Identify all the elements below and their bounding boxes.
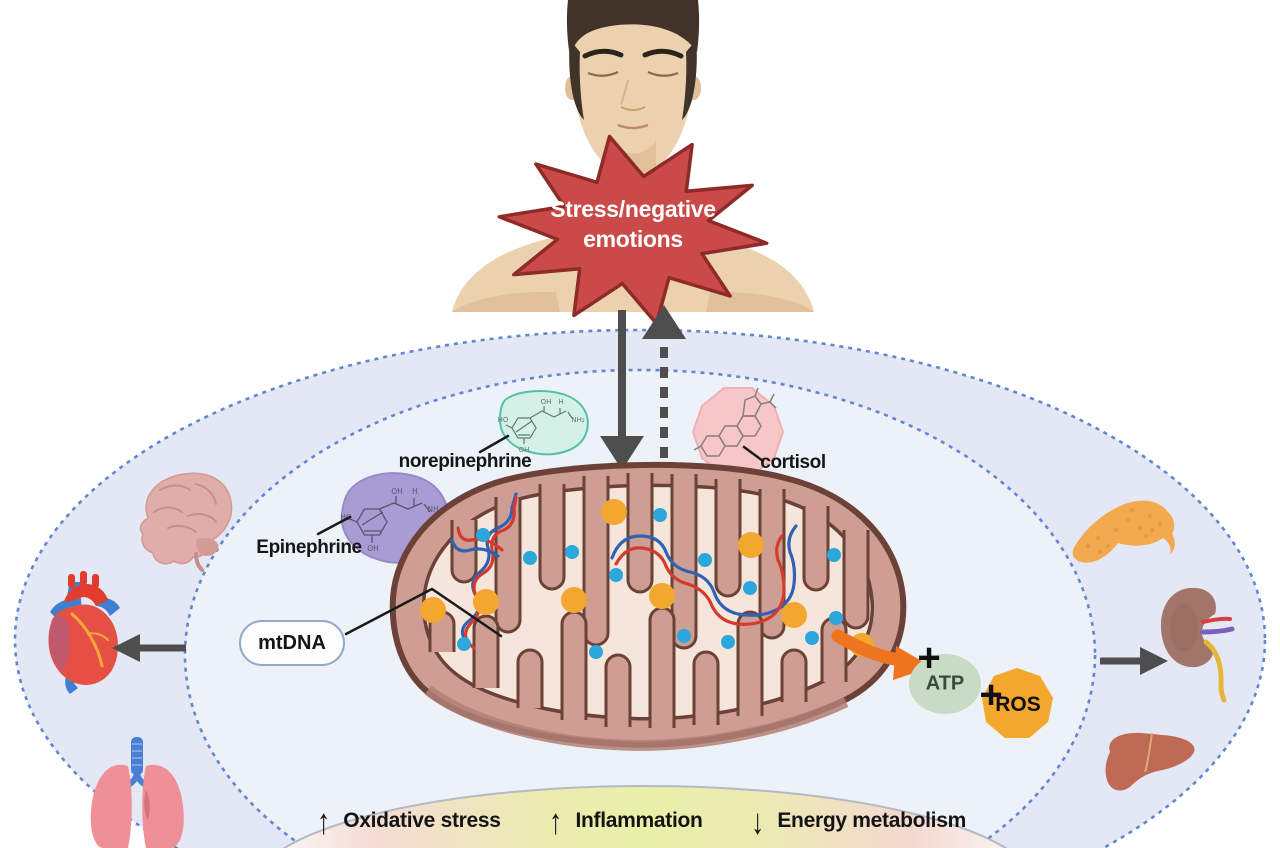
- effect-inflammation: ↑ Inflammation: [548, 800, 703, 842]
- svg-text:H: H: [558, 398, 563, 406]
- svg-text:HO: HO: [340, 513, 352, 522]
- plus-sign-atp: +: [917, 636, 941, 680]
- pancreas-icon: [1072, 500, 1175, 563]
- liver-icon: [1105, 732, 1195, 791]
- arrow-to-right-organs: [1100, 647, 1168, 675]
- mtdna-strands: [450, 492, 798, 650]
- svg-text:HO: HO: [498, 416, 509, 424]
- svg-text:OH: OH: [367, 544, 379, 553]
- stress-label: Stress/negative emotions: [550, 194, 716, 254]
- kidney-icon: [1160, 587, 1235, 703]
- heart-icon: [48, 571, 120, 694]
- norepinephrine-leader-line: [478, 434, 510, 454]
- mtdna-pill-text: mtDNA: [258, 631, 326, 654]
- ros-label: ROS: [995, 693, 1041, 716]
- atp-bubble: [909, 654, 981, 714]
- norepinephrine-molecule: OH H NH₂ HO OH: [498, 390, 589, 456]
- effects-banner: [282, 785, 1008, 848]
- effect-label: Inflammation: [575, 809, 703, 832]
- svg-text:NH: NH: [427, 505, 438, 514]
- mtdna-leader-line: [344, 587, 503, 638]
- svg-text:NH₂: NH₂: [571, 416, 585, 424]
- matrix-granules-blue: [457, 508, 843, 659]
- mtdna-pill: mtDNA: [239, 620, 345, 666]
- epinephrine-leader-line: [316, 515, 352, 536]
- effect-oxidative-stress: ↑ Oxidative stress: [316, 800, 501, 842]
- effect-label: Energy metabolism: [777, 809, 966, 832]
- svg-text:OH: OH: [541, 398, 552, 406]
- effect-label: Oxidative stress: [343, 809, 501, 832]
- arrow-stress-down: [600, 310, 644, 470]
- plus-sign-ros: +: [979, 673, 1003, 717]
- up-arrow-icon: ↑: [317, 800, 331, 842]
- arrow-to-left-organs: [112, 634, 186, 662]
- cristae-top: [450, 473, 870, 650]
- stress-label-line2: emotions: [583, 226, 683, 252]
- lungs-icon: [90, 737, 184, 848]
- cortisol-molecule: [691, 387, 785, 477]
- ros-bubble: [982, 668, 1053, 738]
- stress-label-line1: Stress/negative: [550, 196, 716, 222]
- svg-text:H: H: [412, 487, 418, 496]
- up-arrow-icon: ↑: [549, 800, 563, 842]
- arrow-feedback-up-dashed: [642, 305, 686, 462]
- norepinephrine-label: norepinephrine: [398, 451, 532, 472]
- svg-text:OH: OH: [519, 446, 530, 454]
- cortisol-label: cortisol: [760, 452, 826, 473]
- brain-icon: [139, 472, 233, 572]
- stress-starburst: [497, 134, 769, 326]
- effects-banner-text: ↑ Oxidative stress ↑ Inflammation ↓ Ener…: [316, 801, 966, 841]
- atp-label: ATP: [925, 672, 965, 695]
- effect-energy-metabolism: ↓ Energy metabolism: [750, 800, 966, 842]
- cortisol-leader-line: [742, 445, 765, 463]
- energy-output-arrow: [831, 629, 932, 680]
- epinephrine-label: Epinephrine: [256, 537, 362, 558]
- mitochondrion: [389, 461, 907, 751]
- svg-text:OH: OH: [391, 487, 403, 496]
- down-arrow-icon: ↓: [751, 800, 765, 842]
